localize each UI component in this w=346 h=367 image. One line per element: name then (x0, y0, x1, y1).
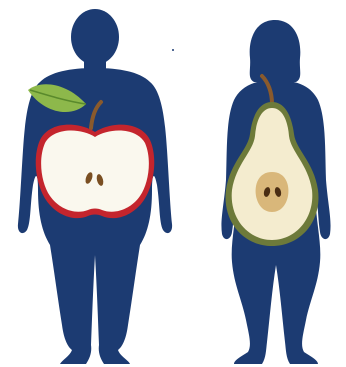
pear-core (256, 172, 289, 212)
male-head (71, 9, 119, 65)
speck (172, 49, 174, 51)
apple-flesh (41, 131, 149, 212)
